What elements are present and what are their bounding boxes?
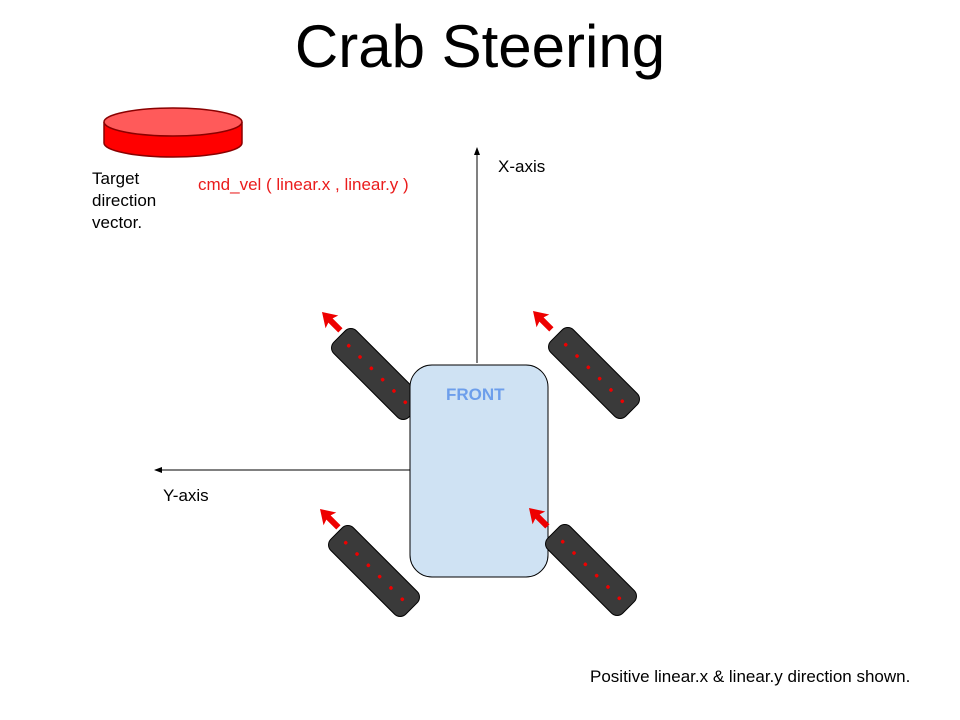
y-axis-label: Y-axis <box>163 486 209 505</box>
x-axis-label: X-axis <box>498 157 546 176</box>
legend-line: vector. <box>92 213 143 232</box>
page-title: Crab Steering <box>294 13 666 80</box>
legend-line: Target <box>92 169 140 188</box>
direction-arrow-rear-left <box>320 509 341 530</box>
direction-arrow-front-right <box>533 311 554 332</box>
wheel-rear-right <box>545 524 637 616</box>
footnote: Positive linear.x & linear.y direction s… <box>590 667 911 686</box>
wheel-rear-left <box>328 525 420 617</box>
cmd-vel-label: cmd_vel ( linear.x , linear.y ) <box>198 175 409 194</box>
direction-arrow-front-left <box>322 312 343 333</box>
legend-description: Target direction vector. <box>92 168 182 234</box>
legend-cylinder <box>103 107 243 158</box>
direction-arrow-rear-right <box>529 508 550 529</box>
wheel-front-right <box>548 327 640 419</box>
vehicle-body <box>409 364 549 578</box>
legend-line: direction <box>92 191 157 210</box>
front-label: FRONT <box>446 385 505 404</box>
